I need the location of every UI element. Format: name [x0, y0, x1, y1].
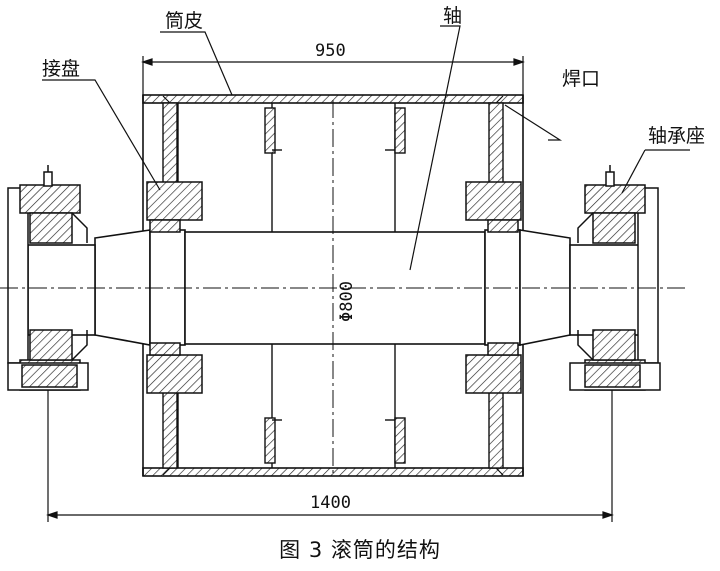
right-bearing-seat	[569, 165, 661, 391]
dimension-1400	[46, 390, 614, 522]
label-weld: 焊口	[562, 68, 600, 90]
label-hub: 接盘	[42, 58, 80, 80]
label-shaft: 轴	[443, 5, 462, 27]
dimension-950-label: 950	[315, 41, 346, 61]
figure-caption: 图 3 滚筒的结构	[279, 538, 441, 562]
label-bearing-seat: 轴承座	[648, 125, 705, 147]
diameter-label: Φ800	[337, 281, 357, 322]
label-shell: 筒皮	[165, 10, 203, 32]
hubs	[146, 181, 522, 394]
left-bearing-seat	[7, 165, 89, 391]
leader-lines	[42, 25, 690, 271]
internal-ribs	[162, 95, 504, 476]
dimension-1400-label: 1400	[310, 493, 351, 513]
dimension-950	[141, 56, 525, 95]
